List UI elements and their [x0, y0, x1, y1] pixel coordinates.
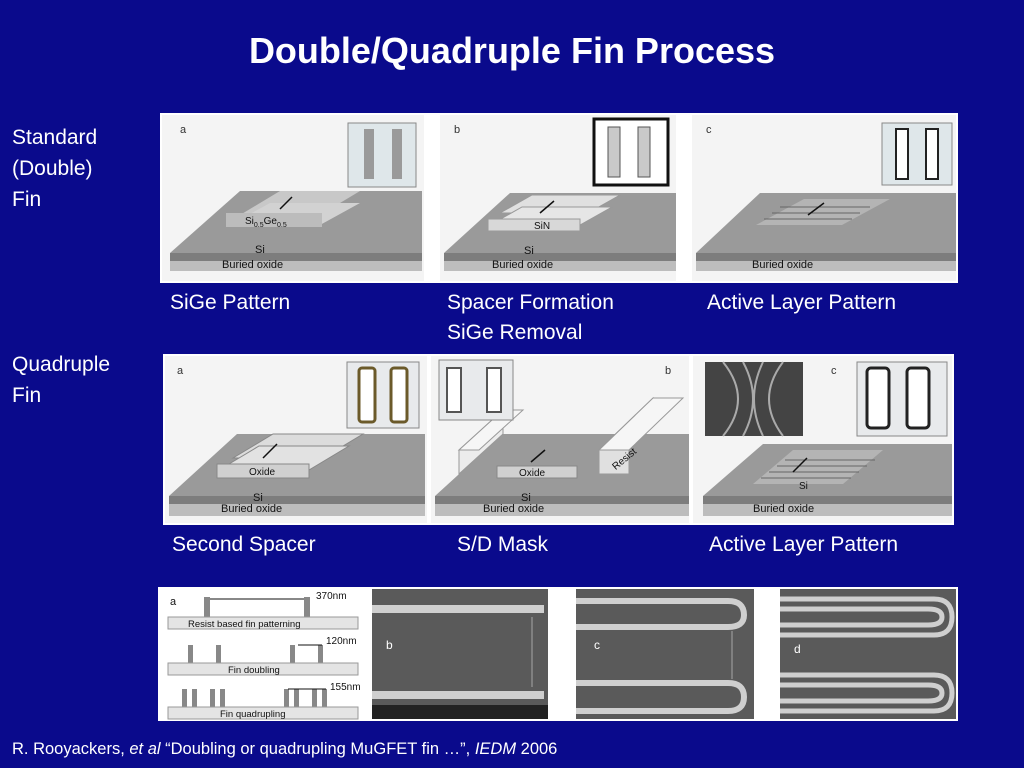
quadruple-fin-figure: a Buried oxide Si Oxide b Buried oxide S… — [163, 354, 954, 525]
quadruple-fin-svg: a Buried oxide Si Oxide b Buried oxide S… — [165, 356, 952, 523]
std-panel-a: a Buried oxide Si Si0.5Ge0.5 — [162, 115, 424, 281]
quad-panel-a: a Buried oxide Si Oxide — [165, 356, 427, 523]
step-label: Resist based fin patterning — [188, 619, 300, 630]
quad-panel-b: b Buried oxide Si Resist Oxide — [431, 356, 689, 523]
row-label-line: (Double) — [12, 157, 93, 180]
step-label: Fin quadrupling — [220, 709, 286, 720]
panel-letter: b — [386, 638, 393, 652]
layer-label: Oxide — [519, 468, 546, 479]
layer-label: Buried oxide — [752, 259, 813, 271]
citation-paper: “Doubling or quadrupling MuGFET fin …”, — [160, 740, 475, 758]
step-label: Fin doubling — [228, 665, 280, 676]
dimension-label: 370nm — [316, 591, 347, 602]
citation: R. Rooyackers, et al “Doubling or quadru… — [12, 740, 557, 759]
sem-strip-svg: a 370nm Resist based fin patterning 120n… — [158, 587, 956, 721]
layer-label: Buried oxide — [221, 503, 282, 515]
row-label-line: Fin — [12, 188, 42, 211]
citation-year: 2006 — [516, 740, 558, 758]
layer-label: Buried oxide — [492, 259, 553, 271]
sem-image-d: d — [780, 589, 956, 719]
caption-line: SiGe Removal — [447, 321, 583, 344]
dimension-label: 155nm — [330, 682, 361, 693]
panel-letter: b — [454, 124, 460, 136]
citation-etal: et al — [129, 740, 161, 758]
citation-venue: IEDM — [474, 740, 517, 758]
std-panel-b: b Buried oxide Si SiN — [440, 115, 676, 281]
caption-line: Spacer Formation — [447, 291, 614, 314]
dimension-label: 120nm — [326, 636, 357, 647]
row-label-line: Standard — [12, 126, 98, 149]
layer-label: SiN — [534, 221, 550, 232]
layer-label: Si — [524, 245, 534, 257]
fin-schematic: a 370nm Resist based fin patterning 120n… — [158, 587, 364, 721]
sem-image-b: b — [372, 589, 548, 719]
caption-sd-mask: S/D Mask — [457, 533, 549, 556]
caption-active-layer-pattern-std: Active Layer Pattern — [707, 291, 897, 314]
layer-label: Si — [253, 492, 263, 504]
sem-strip: a 370nm Resist based fin patterning 120n… — [158, 587, 958, 721]
layer-label: Buried oxide — [483, 503, 544, 515]
row-label-standard: Standard (Double) Fin — [12, 122, 97, 215]
row-label-line: Fin — [12, 384, 42, 407]
standard-fin-figure: a Buried oxide Si Si0.5Ge0.5 b Buried ox… — [160, 113, 958, 283]
layer-label: Si — [799, 481, 808, 492]
layer-label: Si — [521, 492, 531, 504]
panel-letter: b — [665, 365, 671, 377]
layer-label: Si — [255, 244, 265, 256]
citation-authors: R. Rooyackers, — [12, 740, 130, 758]
row-label-quadruple: Quadruple Fin — [12, 349, 110, 411]
page-title: Double/Quadruple Fin Process — [248, 30, 776, 71]
std-panel-c: c Buried oxide — [692, 115, 956, 281]
standard-fin-svg: a Buried oxide Si Si0.5Ge0.5 b Buried ox… — [162, 115, 956, 281]
panel-letter: a — [177, 365, 184, 377]
sem-image-c: c — [576, 589, 754, 719]
caption-second-spacer: Second Spacer — [172, 533, 316, 556]
caption-spacer-formation: Spacer Formation SiGe Removal — [447, 288, 614, 348]
row-label-line: Quadruple — [12, 353, 111, 376]
layer-label: Oxide — [249, 467, 276, 478]
layer-label: Buried oxide — [222, 259, 283, 271]
layer-label: Si0.5Ge0.5 — [245, 216, 287, 229]
panel-letter: c — [706, 124, 712, 136]
panel-letter: c — [594, 638, 600, 652]
quad-panel-c: c Buried oxide Si — [693, 356, 952, 523]
caption-sige-pattern: SiGe Pattern — [170, 291, 291, 314]
panel-letter: c — [831, 365, 837, 377]
panel-letter: d — [794, 642, 801, 656]
caption-active-layer-pattern-quad: Active Layer Pattern — [709, 533, 899, 556]
panel-letter: a — [170, 596, 177, 608]
layer-label: Buried oxide — [753, 503, 814, 515]
panel-letter: a — [180, 124, 187, 136]
